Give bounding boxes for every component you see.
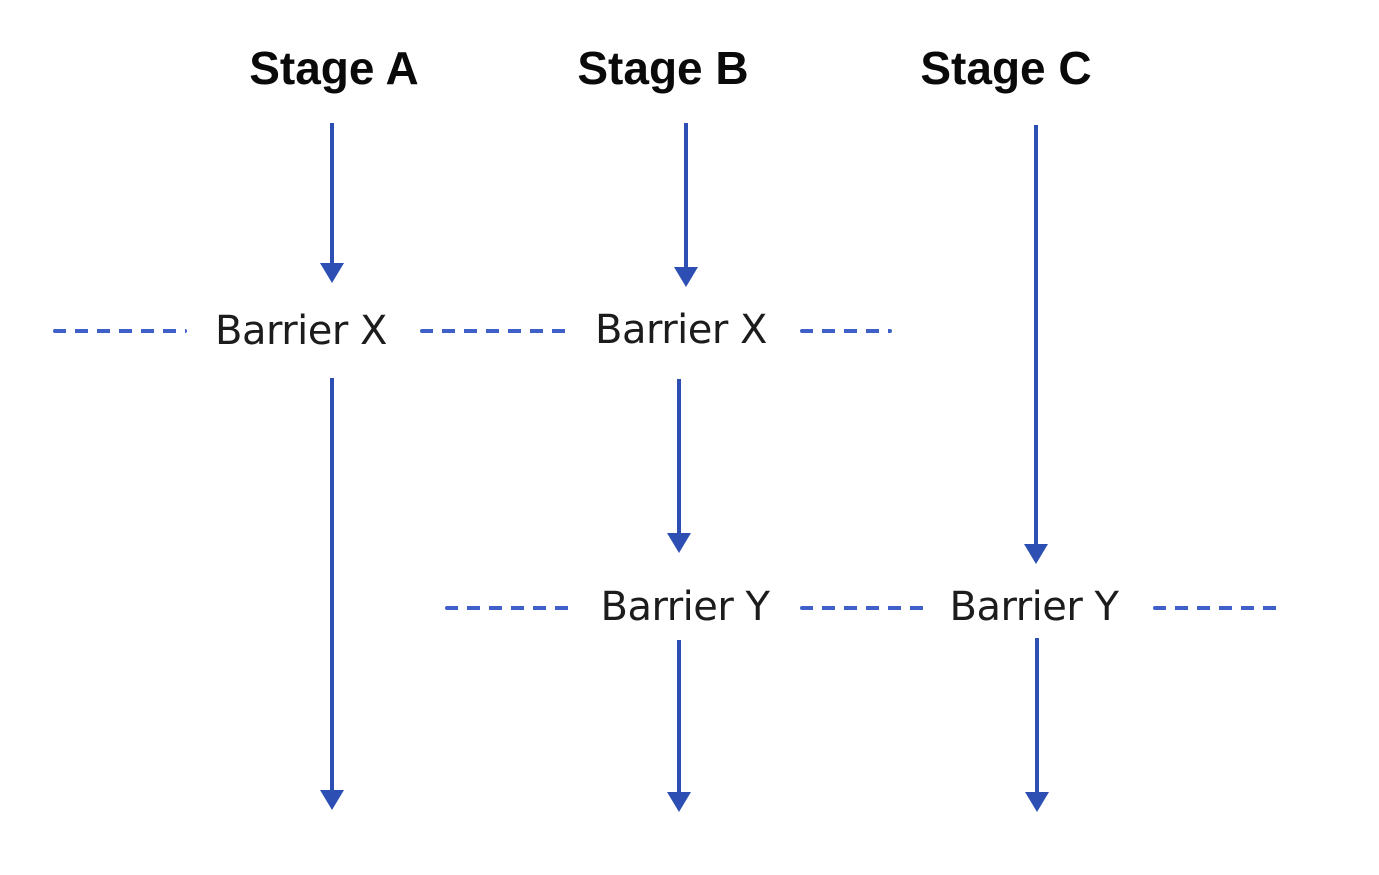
stage-c-arrow-bottom xyxy=(1025,638,1049,812)
arrow-down-icon xyxy=(1025,792,1049,812)
arrow-shaft xyxy=(677,640,681,798)
arrow-down-icon xyxy=(674,267,698,287)
arrow-shaft xyxy=(330,123,334,269)
stage-a-arrow-top xyxy=(320,123,344,283)
arrow-shaft xyxy=(330,378,334,796)
arrow-down-icon xyxy=(667,792,691,812)
stage-b-arrow-bottom xyxy=(667,640,691,812)
stage-b-label: Stage B xyxy=(577,42,749,94)
arrow-shaft xyxy=(677,379,681,539)
barrier-x-dash-left xyxy=(53,329,187,333)
barrier-y-label-1: Barrier Y xyxy=(594,584,776,630)
stage-b-arrow-middle xyxy=(667,379,691,553)
arrow-shaft xyxy=(1035,638,1039,798)
barrier-y-dash-right xyxy=(1153,606,1281,610)
stage-c-label: Stage C xyxy=(920,42,1092,94)
barrier-x-dash-right xyxy=(800,329,892,333)
barrier-y-dash-left xyxy=(445,606,572,610)
arrow-shaft xyxy=(684,123,688,273)
stage-b-arrow-top xyxy=(674,123,698,287)
barrier-x-dash-middle xyxy=(420,329,568,333)
arrow-shaft xyxy=(1034,125,1038,550)
barrier-x-label-2: Barrier X xyxy=(589,307,773,353)
stage-c-arrow-top xyxy=(1024,125,1048,564)
arrow-down-icon xyxy=(667,533,691,553)
arrow-down-icon xyxy=(320,263,344,283)
barrier-y-dash-middle xyxy=(800,606,927,610)
stage-a-arrow-bottom xyxy=(320,378,344,810)
barrier-y-label-2: Barrier Y xyxy=(943,584,1125,630)
stage-a-label: Stage A xyxy=(249,42,419,94)
arrow-down-icon xyxy=(1024,544,1048,564)
arrow-down-icon xyxy=(320,790,344,810)
barrier-x-label-1: Barrier X xyxy=(209,308,393,354)
